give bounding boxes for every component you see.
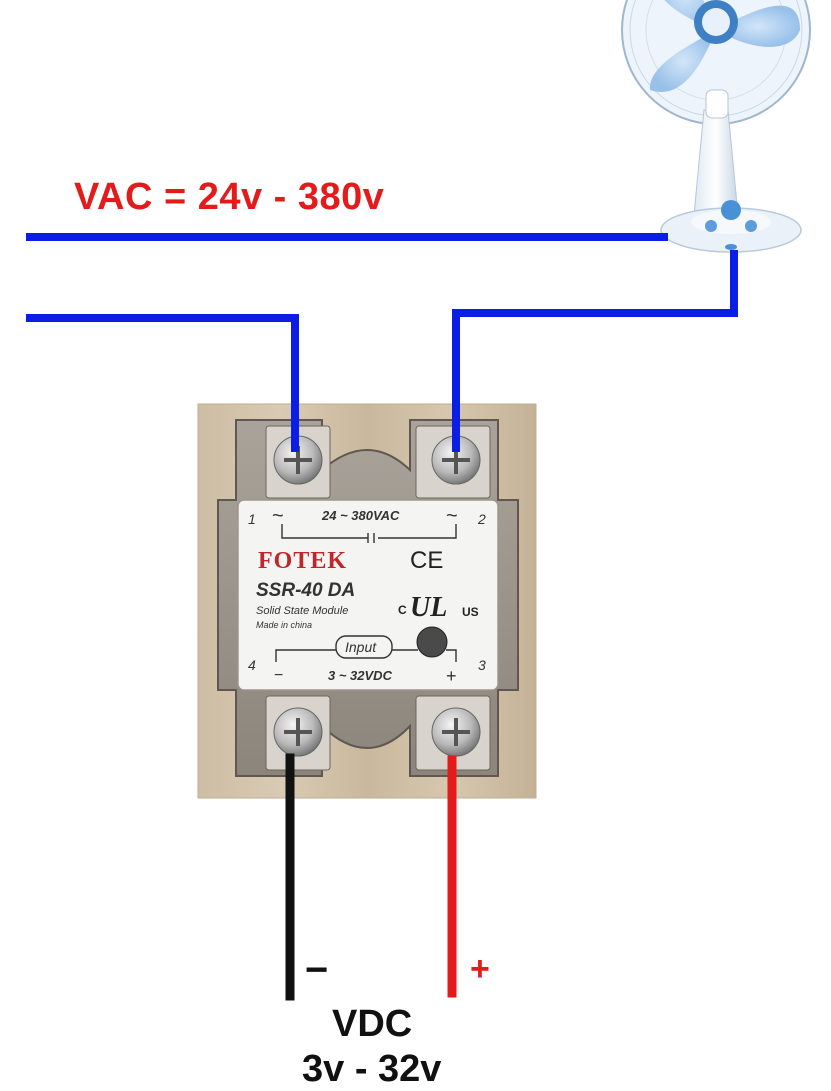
subtitle-label: Solid State Module: [256, 605, 348, 617]
desk-fan-icon: [621, 0, 811, 253]
terminal-minus-label: −: [274, 667, 283, 684]
input-label: Input: [345, 639, 377, 655]
vdc-range-label: 3v - 32v: [302, 1048, 442, 1090]
ul-c-mark: C: [398, 603, 407, 617]
terminal-2-tilde: ~: [446, 505, 458, 527]
vac-label: VAC = 24v - 380v: [74, 176, 385, 218]
dc-plus-label: +: [470, 950, 490, 988]
brand-label: FOTEK: [258, 548, 347, 574]
terminal-1-label: 1: [248, 511, 256, 527]
fan-return-wire: [452, 250, 738, 452]
ac-neutral-wire: [26, 314, 299, 452]
dc-rating-label: 3 ~ 32VDC: [328, 668, 393, 683]
solid-state-relay-icon: [197, 403, 537, 799]
model-label: SSR-40 DA: [256, 580, 355, 601]
terminal-1-tilde: ~: [272, 505, 284, 527]
ul-mark: UL: [410, 592, 447, 623]
dc-minus-label: −: [305, 948, 329, 992]
ac-rating-label: 24 ~ 380VAC: [321, 508, 400, 523]
terminal-2-label: 2: [477, 511, 486, 527]
vdc-label: VDC: [332, 1003, 413, 1045]
made-in-label: Made in china: [256, 620, 312, 630]
terminal-plus-label: +: [446, 666, 457, 686]
terminal-3-label: 3: [478, 657, 486, 673]
ce-mark: CE: [410, 547, 443, 574]
terminal-4-label: 4: [248, 657, 256, 673]
ul-us-mark: US: [462, 605, 479, 619]
